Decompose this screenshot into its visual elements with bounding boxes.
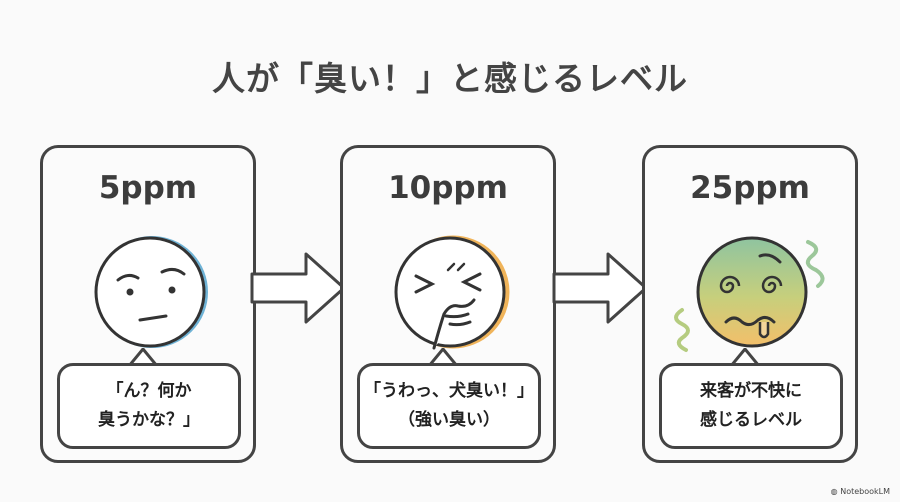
right-arrow-icon — [552, 252, 648, 324]
ppm-label: 25ppm — [690, 170, 810, 206]
bubble-pointer — [731, 348, 759, 366]
bubble-pointer — [129, 348, 157, 366]
watermark: ◍ NotebookLM — [831, 487, 890, 496]
level-panel-25ppm: 25ppm 来客が不快に 感じるレベル — [642, 145, 858, 463]
level-panel-5ppm: 5ppm 「ん？何か 臭うかな？」 — [40, 145, 256, 463]
bubble-line: （強い臭い） — [398, 410, 500, 430]
puzzled-face-icon — [94, 236, 208, 348]
bubble-line: 「ん？何か — [106, 381, 192, 401]
right-arrow-icon — [250, 252, 346, 324]
ppm-label: 5ppm — [98, 170, 198, 206]
level-panel-10ppm: 10ppm 「うわっ、犬臭い！」 （強い臭い） — [340, 145, 556, 463]
dizzy-nauseated-face-icon — [674, 236, 825, 352]
watermark-text: NotebookLM — [840, 487, 890, 496]
bubble-line: 感じるレベル — [700, 410, 802, 430]
speech-bubble: 「ん？何か 臭うかな？」 — [57, 363, 241, 449]
ppm-label: 10ppm — [388, 170, 508, 206]
bubble-line: 臭うかな？」 — [98, 410, 200, 430]
bubble-pointer — [429, 348, 457, 366]
speech-bubble: 「うわっ、犬臭い！」 （強い臭い） — [357, 363, 541, 449]
notebooklm-logo-icon: ◍ — [830, 487, 841, 496]
nose-pinching-face-icon — [394, 235, 510, 350]
bubble-line: 「うわっ、犬臭い！」 — [364, 381, 534, 401]
speech-bubble: 来客が不快に 感じるレベル — [659, 363, 843, 449]
page-title: 人が「臭い！」と感じるレベル — [212, 59, 688, 98]
bubble-line: 来客が不快に — [700, 381, 802, 401]
